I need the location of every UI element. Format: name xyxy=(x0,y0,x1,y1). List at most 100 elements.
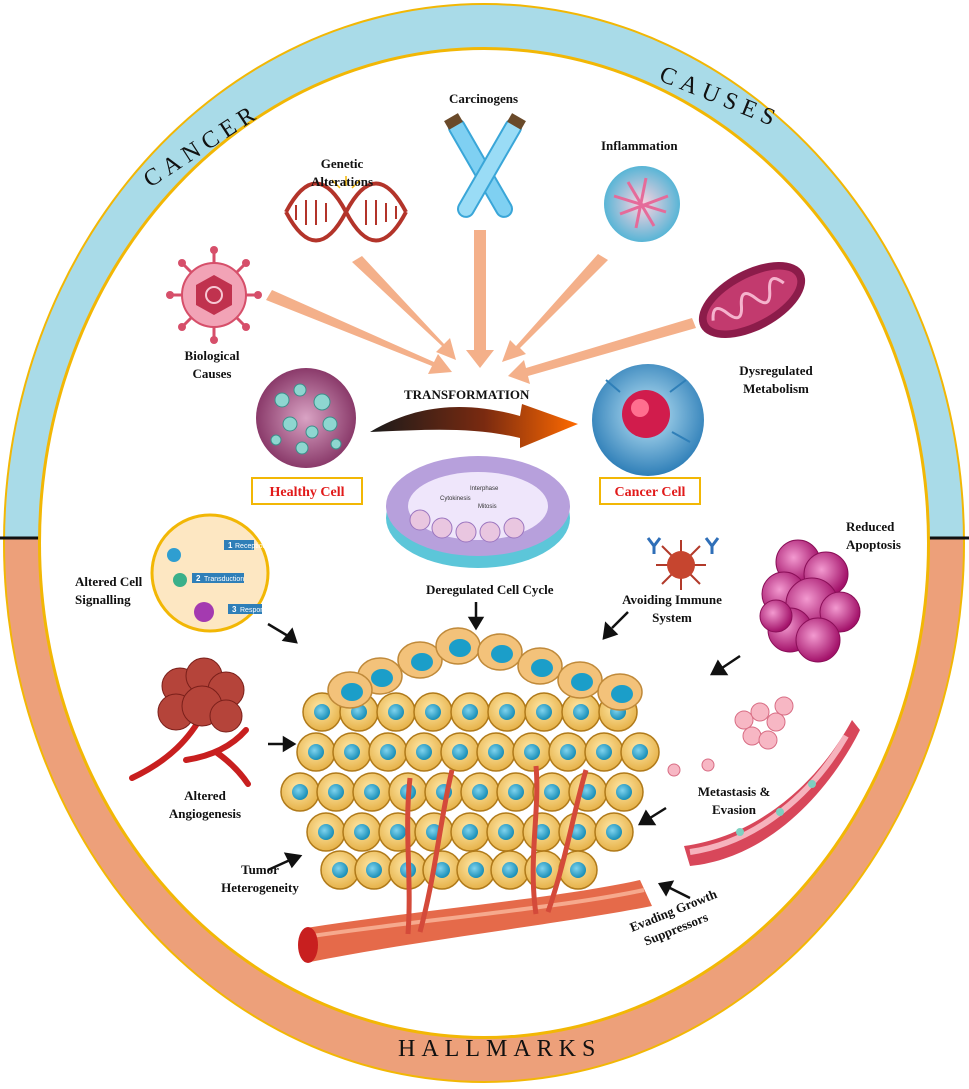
malignant-cell-nucleus xyxy=(611,685,633,703)
label-biological-2: Causes xyxy=(192,366,231,381)
malignant-cell-nucleus xyxy=(411,653,433,671)
tumor-cell-nucleus xyxy=(560,744,576,760)
cycle-interphase-label: Interphase xyxy=(470,486,499,492)
tumor-cell-nucleus xyxy=(472,784,488,800)
signal-step-1-label: Reception xyxy=(235,543,267,550)
test-tubes-icon xyxy=(444,113,526,218)
tumor-cell-nucleus xyxy=(332,862,348,878)
tumor-cell-nucleus xyxy=(498,824,514,840)
tumor-cell-nucleus xyxy=(488,744,504,760)
tumor-cell-nucleus xyxy=(570,824,586,840)
cancer-cell-icon xyxy=(592,364,704,476)
tumor-cell-nucleus xyxy=(524,744,540,760)
malignant-cell-nucleus xyxy=(341,683,363,701)
tumor-cell-nucleus xyxy=(390,824,406,840)
apoptosis-icon xyxy=(759,539,861,663)
cell-cycle-figure: Interphase Cytokinesis Mitosis xyxy=(386,456,570,568)
malignant-cell-nucleus xyxy=(491,645,513,663)
virus-icon xyxy=(166,246,262,344)
tumor-cell-nucleus xyxy=(508,784,524,800)
label-signalling-2: Signalling xyxy=(75,592,131,607)
malignant-cell-nucleus xyxy=(449,639,471,657)
tumor-cell-nucleus xyxy=(502,862,518,878)
tumor-cell-nucleus xyxy=(416,744,432,760)
tumor-cell-nucleus xyxy=(366,862,382,878)
mitochondria-icon xyxy=(698,262,806,338)
cycle-cytokinesis-label: Cytokinesis xyxy=(440,496,471,502)
label-metabolism-1: Dysregulated xyxy=(739,363,813,378)
label-metastasis-2: Evasion xyxy=(712,802,757,817)
tumor-cell-nucleus xyxy=(573,704,589,720)
tumor-cell-nucleus xyxy=(344,744,360,760)
tumor-cell-nucleus xyxy=(468,862,484,878)
label-inflammation: Inflammation xyxy=(601,138,678,153)
angiogenesis-tumor-icon xyxy=(129,657,251,787)
cancer-cell-label: Cancer Cell xyxy=(615,485,686,500)
label-apoptosis-1: Reduced xyxy=(846,519,895,534)
label-cell-cycle: Deregulated Cell Cycle xyxy=(426,582,554,597)
tumor-cell-nucleus xyxy=(632,744,648,760)
healthy-cell-box xyxy=(251,477,363,505)
label-genetic-2: Alterations xyxy=(311,174,373,189)
label-biological-1: Biological xyxy=(185,348,240,363)
label-angiogenesis-2: Angiogenesis xyxy=(169,806,241,821)
tumor-cell-nucleus xyxy=(499,704,515,720)
cause-arrows xyxy=(266,230,696,384)
label-immune-2: System xyxy=(652,610,692,625)
tumor-cell-nucleus xyxy=(544,784,560,800)
metastasis-vessel-icon xyxy=(667,696,860,866)
malignant-cell-nucleus xyxy=(371,669,393,687)
arrow-biological xyxy=(266,290,452,374)
inflammation-icon xyxy=(604,166,680,242)
arrow-genetic xyxy=(352,256,456,360)
hallmark-arrows xyxy=(267,602,741,900)
tumor-cell-nucleus xyxy=(606,824,622,840)
tumor-cell-nucleus xyxy=(570,862,586,878)
cycle-mitosis-label: Mitosis xyxy=(478,504,497,510)
label-metabolism-2: Metabolism xyxy=(743,381,809,396)
arrow-metabolism xyxy=(508,318,696,384)
tumor-cell-nucleus xyxy=(616,784,632,800)
tumor-cell-nucleus xyxy=(462,704,478,720)
signal-step-2-label: Transduction xyxy=(204,576,244,583)
dna-icon xyxy=(284,176,408,243)
tumor-cell-nucleus xyxy=(452,744,468,760)
tumor-cell-nucleus xyxy=(536,704,552,720)
signal-step-1-num: 1 xyxy=(228,541,233,550)
blood-vessel-icon xyxy=(298,765,652,963)
label-angiogenesis-1: Altered xyxy=(184,788,226,803)
tumor-cell-nucleus xyxy=(354,824,370,840)
label-apoptosis-2: Apoptosis xyxy=(846,537,901,552)
label-genetic-1: Genetic xyxy=(321,156,364,171)
tumor-cell-nucleus xyxy=(314,704,330,720)
healthy-cell-icon xyxy=(256,368,356,468)
tumor-cell-nucleus xyxy=(318,824,334,840)
tumor-cell-nucleus xyxy=(425,704,441,720)
tumor-cell-nucleus xyxy=(534,824,550,840)
tumor-cell-nucleus xyxy=(434,862,450,878)
signal-step-2-num: 2 xyxy=(196,574,201,583)
tumor-cell-nucleus xyxy=(328,784,344,800)
tumor-cell-nucleus xyxy=(292,784,308,800)
healthy-cell-label: Healthy Cell xyxy=(269,485,344,500)
tumor-cell-nucleus xyxy=(462,824,478,840)
label-metastasis-1: Metastasis & xyxy=(698,784,771,799)
tumor-cluster xyxy=(280,627,660,890)
signal-step-3-num: 3 xyxy=(232,605,237,614)
tumor-cell-nucleus xyxy=(364,784,380,800)
tumor-cell-nucleus xyxy=(380,744,396,760)
tumor-cell-nucleus xyxy=(308,744,324,760)
arrow-inflammation xyxy=(502,254,608,362)
tumor-cell-nucleus xyxy=(536,862,552,878)
tumor-cell-nucleus xyxy=(388,704,404,720)
immune-virus-icon xyxy=(646,537,720,590)
tumor-cell-nucleus xyxy=(580,784,596,800)
transformation-arrow xyxy=(370,404,578,448)
label-immune-1: Avoiding Immune xyxy=(622,592,722,607)
label-carcinogens: Carcinogens xyxy=(449,91,518,106)
cell-signalling-figure: 1 Reception 2 Transduction 3 Response xyxy=(150,513,272,633)
cancer-cell-box xyxy=(599,477,701,505)
label-heterogeneity-2: Heterogeneity xyxy=(221,880,299,895)
